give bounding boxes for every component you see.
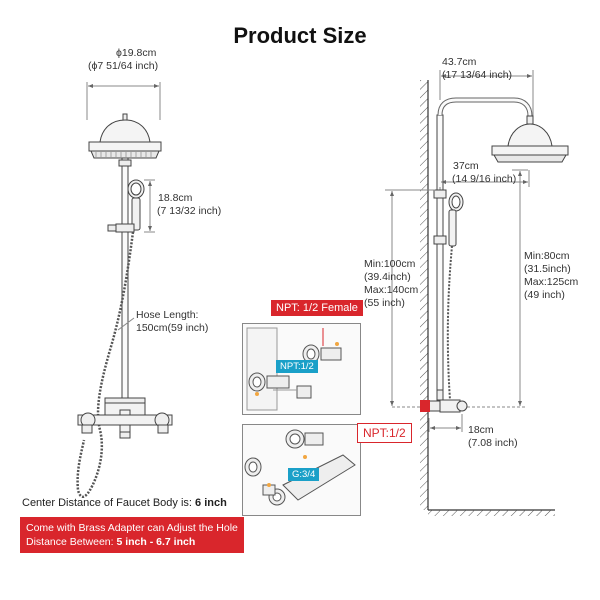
- head-min-in: (31.5inch): [524, 263, 571, 275]
- arm-length-cm: 43.7cm: [442, 56, 477, 68]
- wall-offset-cm: 18cm: [468, 424, 494, 436]
- page-title: Product Size: [233, 23, 367, 48]
- npt-female-tag: NPT: 1/2 Female: [271, 300, 363, 316]
- hose-length-label: Hose Length:: [136, 309, 199, 321]
- inlet-marker: [420, 400, 430, 412]
- npt-adapter-drawing: [246, 327, 342, 411]
- wall-offset-in: (7.08 inch): [468, 437, 518, 449]
- height-min-in: (39.4inch): [364, 271, 411, 283]
- adapter-notice-range: 5 inch - 6.7 inch: [116, 536, 196, 549]
- head-diameter-in: (ϕ7 51/64 inch): [88, 60, 159, 72]
- head-max-cm: Max:125cm: [524, 276, 579, 288]
- floor-hatch: [428, 510, 555, 516]
- g34-tag: G:3/4: [288, 468, 320, 481]
- height-max-cm: Max:140cm: [364, 284, 419, 296]
- hose-length-value: 150cm(59 inch): [136, 322, 209, 334]
- slide-width-in: (14 9/16 inch): [452, 173, 517, 185]
- center-distance-text: Center Distance of Faucet Body is: 6 inc…: [22, 497, 227, 511]
- head-min-cm: Min:80cm: [524, 250, 570, 262]
- arm-length-in: (17 13/64 inch): [442, 69, 513, 81]
- wall-hatch: [420, 80, 428, 510]
- head-diameter-cm: ϕ19.8cm: [116, 47, 157, 59]
- head-max-in: (49 inch): [524, 289, 565, 301]
- npt-inlet-tag: NPT:1/2: [357, 423, 412, 443]
- handheld-height-cm: 18.8cm: [158, 192, 193, 204]
- center-distance-value: 6 inch: [195, 497, 227, 509]
- npt-half-tag: NPT:1/2: [276, 360, 318, 373]
- adapter-notice-text: Come with Brass Adapter can Adjust the H…: [26, 522, 238, 549]
- slide-width-cm: 37cm: [453, 160, 479, 172]
- handheld-height-in: (7 13/32 inch): [157, 205, 222, 217]
- center-distance-prefix: Center Distance of Faucet Body is:: [22, 497, 196, 509]
- adapter-notice: Come with Brass Adapter can Adjust the H…: [20, 517, 244, 554]
- height-min-cm: Min:100cm: [364, 258, 416, 270]
- height-max-in: (55 inch): [364, 297, 405, 309]
